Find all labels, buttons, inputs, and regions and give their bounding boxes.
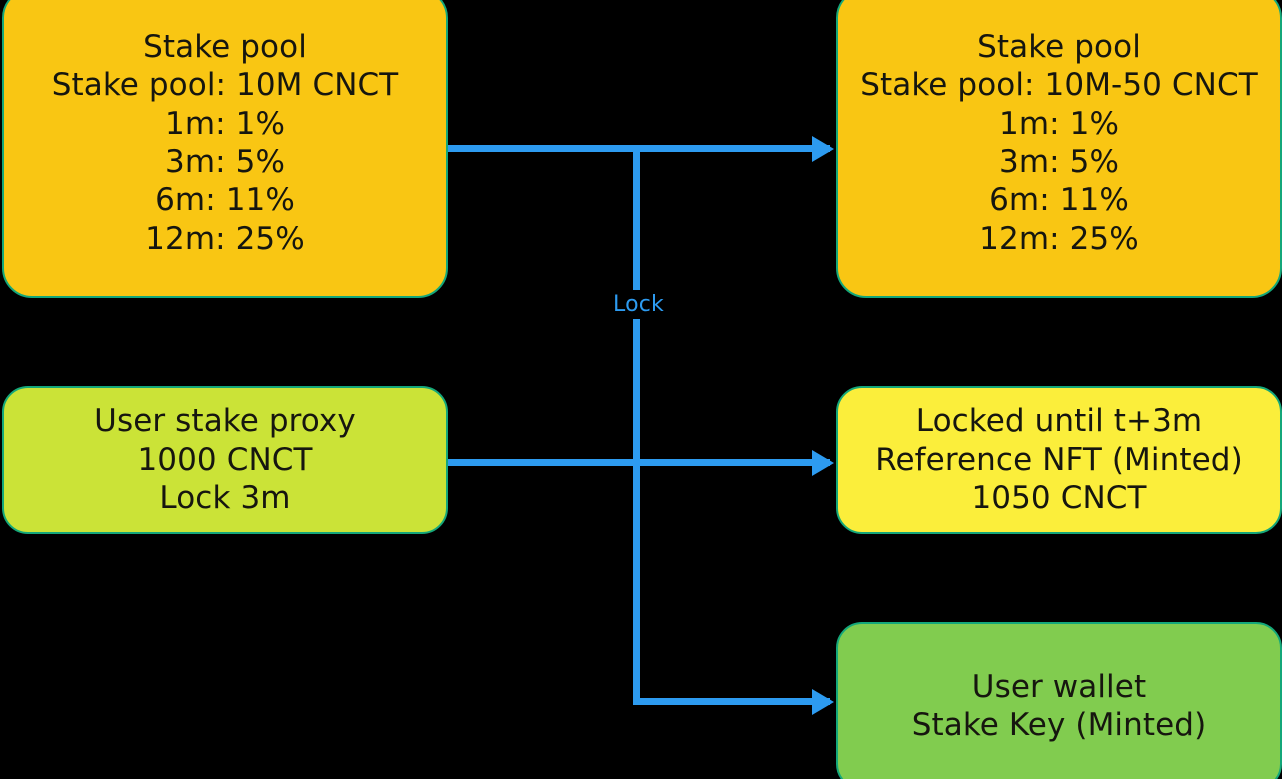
- node-user-stake-proxy-line-1: User stake proxy: [94, 403, 356, 440]
- node-stake-pool-source-line-5: 6m: 11%: [155, 182, 295, 219]
- node-stake-pool-result-line-1: Stake pool: [977, 28, 1141, 65]
- node-stake-pool-source-line-1: Stake pool: [143, 28, 307, 65]
- node-stake-pool-result-line-3: 1m: 1%: [999, 105, 1119, 142]
- node-user-wallet-line-1: User wallet: [971, 668, 1147, 705]
- arrowhead-to-stake-pool-result-icon: [812, 136, 834, 162]
- node-locked-reference-nft-line-3: 1050 CNCT: [971, 480, 1147, 517]
- node-stake-pool-source-line-2: Stake pool: 10M CNCT: [51, 67, 399, 104]
- node-stake-pool-result[interactable]: Stake pool Stake pool: 10M-50 CNCT 1m: 1…: [836, 0, 1282, 298]
- node-user-wallet-line-2: Stake Key (Minted): [911, 707, 1207, 743]
- arrowhead-to-user-wallet-icon: [812, 689, 834, 715]
- node-stake-pool-result-line-2: Stake pool: 10M-50 CNCT: [860, 67, 1258, 104]
- node-user-wallet[interactable]: User wallet Stake Key (Minted) miro: [836, 622, 1282, 779]
- node-stake-pool-source-line-6: 12m: 25%: [145, 220, 305, 257]
- node-locked-reference-nft[interactable]: Locked until t+3m Reference NFT (Minted)…: [836, 386, 1282, 534]
- connector-lock-to-user-wallet[interactable]: [633, 698, 830, 705]
- node-stake-pool-source-line-3: 1m: 1%: [165, 105, 285, 142]
- arrowhead-to-locked-nft-icon: [812, 450, 834, 476]
- node-stake-pool-source-line-4: 3m: 5%: [165, 144, 285, 180]
- node-stake-pool-result-line-6: 12m: 25%: [979, 220, 1139, 257]
- node-user-stake-proxy-line-2: 1000 CNCT: [137, 441, 313, 478]
- node-locked-reference-nft-line-2: Reference NFT (Minted): [875, 441, 1243, 478]
- node-stake-pool-result-line-5: 6m: 11%: [989, 182, 1129, 219]
- node-stake-pool-source[interactable]: Stake pool Stake pool: 10M CNCT 1m: 1% 3…: [2, 0, 448, 298]
- node-locked-reference-nft-line-1: Locked until t+3m: [915, 403, 1203, 440]
- connector-lock-trunk[interactable]: [633, 145, 640, 705]
- node-user-stake-proxy[interactable]: User stake proxy 1000 CNCT Lock 3m: [2, 386, 448, 534]
- connector-label-lock: Lock: [606, 290, 671, 319]
- node-user-stake-proxy-line-3: Lock 3m: [159, 480, 291, 517]
- node-stake-pool-result-line-4: 3m: 5%: [999, 144, 1119, 180]
